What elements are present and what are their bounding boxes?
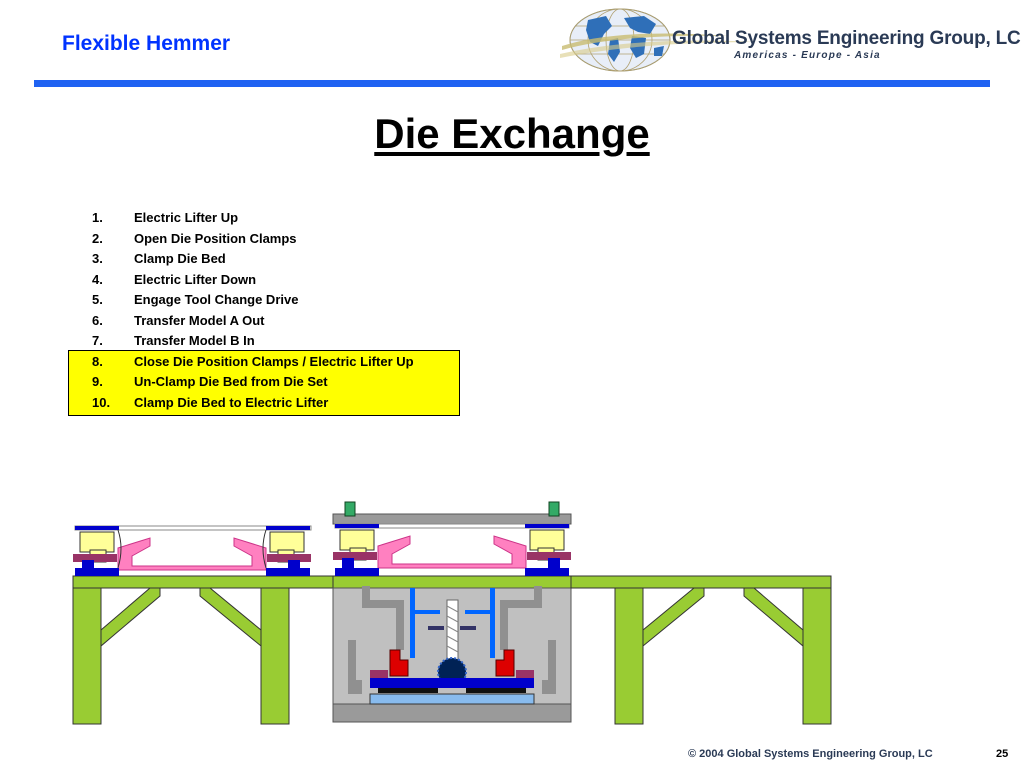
step-number: 6. [92, 313, 103, 328]
slide-title: Die Exchange [374, 110, 650, 157]
step-number: 5. [92, 292, 103, 307]
hemmer-press [332, 513, 572, 723]
step-text: Electric Lifter Up [134, 210, 239, 225]
left-transfer-table [72, 575, 334, 725]
header-title: Flexible Hemmer [62, 32, 231, 55]
step-number: 9. [92, 374, 103, 389]
step-number: 7. [92, 333, 103, 348]
step-text: Transfer Model B In [134, 333, 255, 348]
step-number: 1. [92, 210, 103, 225]
company-logo: Global Systems Engineering Group, LC Ame… [558, 6, 1021, 76]
copyright-footer: © 2004 Global Systems Engineering Group,… [688, 748, 933, 760]
center-die-set [333, 501, 571, 576]
company-name: Global Systems Engineering Group, LC [672, 28, 1021, 49]
highlighted-steps-box [68, 350, 460, 416]
step-number: 8. [92, 354, 103, 369]
step-text: Clamp Die Bed [134, 251, 226, 266]
company-regions: Americas - Europe - Asia [734, 50, 881, 61]
step-number: 10. [92, 395, 111, 410]
step-text: Electric Lifter Down [134, 272, 257, 287]
right-transfer-table [570, 575, 832, 725]
step-text: Un-Clamp Die Bed from Die Set [134, 374, 328, 389]
globe-icon [560, 8, 758, 72]
step-number: 4. [92, 272, 103, 287]
step-text: Clamp Die Bed to Electric Lifter [134, 395, 329, 410]
step-number: 2. [92, 231, 103, 246]
left-die-set [73, 525, 312, 576]
step-text: Transfer Model A Out [134, 313, 265, 328]
step-text: Close Die Position Clamps / Electric Lif… [134, 354, 414, 369]
header-rule [34, 80, 990, 87]
step-text: Engage Tool Change Drive [134, 292, 299, 307]
page-number: 25 [996, 748, 1009, 760]
die-exchange-diagram [72, 501, 832, 725]
step-number: 3. [92, 251, 103, 266]
step-text: Open Die Position Clamps [134, 231, 297, 246]
